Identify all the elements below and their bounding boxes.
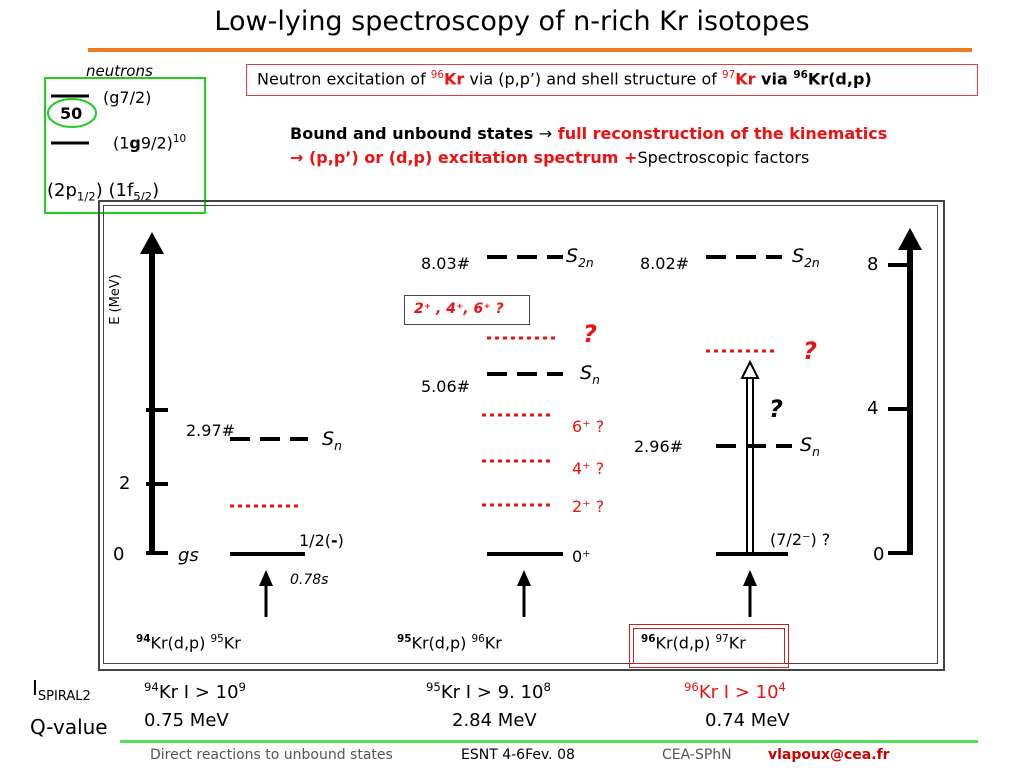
kr95-arrowhead <box>259 570 273 586</box>
kr96-states-text: 2⁺ , 4⁺, 6⁺ ? <box>414 301 504 317</box>
diagram-frame-outer <box>98 200 945 671</box>
kr97-sn-value: 2.96# <box>634 437 684 456</box>
footer-topic: Direct reactions to unbound states <box>150 747 393 763</box>
qvalue-label: Q-value <box>30 715 108 739</box>
slide-title: Low-lying spectroscopy of n-rich Kr isot… <box>214 6 810 37</box>
kr96-reaction: 95Kr(d,p) 96Kr <box>397 633 502 653</box>
kr95-spin: 1/2(-) <box>299 531 344 550</box>
kr96-sn-label: Sn <box>580 362 600 387</box>
g72-label: (g7/2) <box>103 88 152 107</box>
kr94-qvalue: 0.75 MeV <box>144 710 229 731</box>
magic-number-50: 50 <box>60 104 83 123</box>
kr97-reaction-box-outer <box>629 624 789 668</box>
left-tick-label-0: 0 <box>113 544 125 565</box>
kr96-s2n-label: S2n <box>566 245 594 270</box>
right-tick-label-8: 8 <box>867 254 879 275</box>
left-tick-label-2: 2 <box>119 473 131 494</box>
g92-label: (1g9/2)10 <box>113 133 187 153</box>
kr96-arrowhead <box>517 570 531 586</box>
kr95-intensity: 95Kr I > 9. 108 <box>426 680 551 703</box>
info-line-1: Bound and unbound states → full reconstr… <box>290 124 888 143</box>
kr96-s2n-value: 8.03# <box>421 254 471 273</box>
headline-box <box>246 64 978 96</box>
kr97-reaction: 96Kr(d,p) 97Kr <box>641 633 746 653</box>
kr95-sn-value: 2.97# <box>186 421 236 440</box>
right-tick-label-0: 0 <box>873 544 885 565</box>
headline-text: Neutron excitation of 96Kr via (p,p’) an… <box>257 69 872 89</box>
ispiral-label: ISPIRAL2 <box>32 676 91 704</box>
kr97-double-arrowhead <box>740 359 760 379</box>
kr96-states-box <box>404 295 530 325</box>
kr96-gs-label: 0⁺ <box>572 547 591 566</box>
kr95-qvalue: 2.84 MeV <box>452 710 537 731</box>
kr96-intensity: 96Kr I > 104 <box>684 680 786 703</box>
info-line-2: → (p,p’) or (d,p) excitation spectrum +S… <box>290 148 810 167</box>
kr94-intensity: 94Kr I > 109 <box>144 680 246 703</box>
magic-50-circle <box>47 98 97 128</box>
kr96-qvalue: 0.74 MeV <box>705 710 790 731</box>
title-divider <box>88 48 972 52</box>
footer-org: CEA-SPhN <box>662 747 732 763</box>
energy-axis-label: E (MeV) <box>107 274 123 325</box>
kr96-level-2-label: 2⁺ ? <box>572 497 605 516</box>
kr97-s2n-value: 8.02# <box>640 254 690 273</box>
kr95-reaction: 94Kr(d,p) 95Kr <box>136 633 241 653</box>
kr97-spin: (7/2⁻) ? <box>770 530 831 549</box>
kr95-sn-label: Sn <box>322 428 342 453</box>
right-tick-label-4: 4 <box>867 398 879 419</box>
kr97-sn-label: Sn <box>800 434 820 459</box>
left-axis-arrowhead <box>140 232 164 254</box>
kr97-reaction-box-inner <box>633 628 785 664</box>
diagram-frame-inner <box>103 205 938 664</box>
kr96-level-6-label: 6⁺ ? <box>572 417 605 436</box>
kr95-halflife: 0.78s <box>290 572 329 588</box>
footer-divider <box>120 740 978 743</box>
kr97-s2n-label: S2n <box>792 245 820 270</box>
footer-conference: ESNT 4-6Fev. 08 <box>461 747 575 763</box>
footer-email[interactable]: vlapoux@cea.fr <box>768 747 890 763</box>
kr96-level-4-label: 4⁺ ? <box>572 459 605 478</box>
neutrons-label: neutrons <box>86 62 153 80</box>
kr97-question-black: ? <box>769 395 783 423</box>
kr95-gs-label: gs <box>178 545 199 566</box>
kr97-arrowhead <box>743 570 757 586</box>
kr97-question-red: ? <box>803 337 817 365</box>
shell-model-box <box>44 77 206 214</box>
kr96-question-top: ? <box>583 320 597 348</box>
right-axis-arrowhead <box>898 228 922 250</box>
kr96-sn-value: 5.06# <box>421 377 471 396</box>
